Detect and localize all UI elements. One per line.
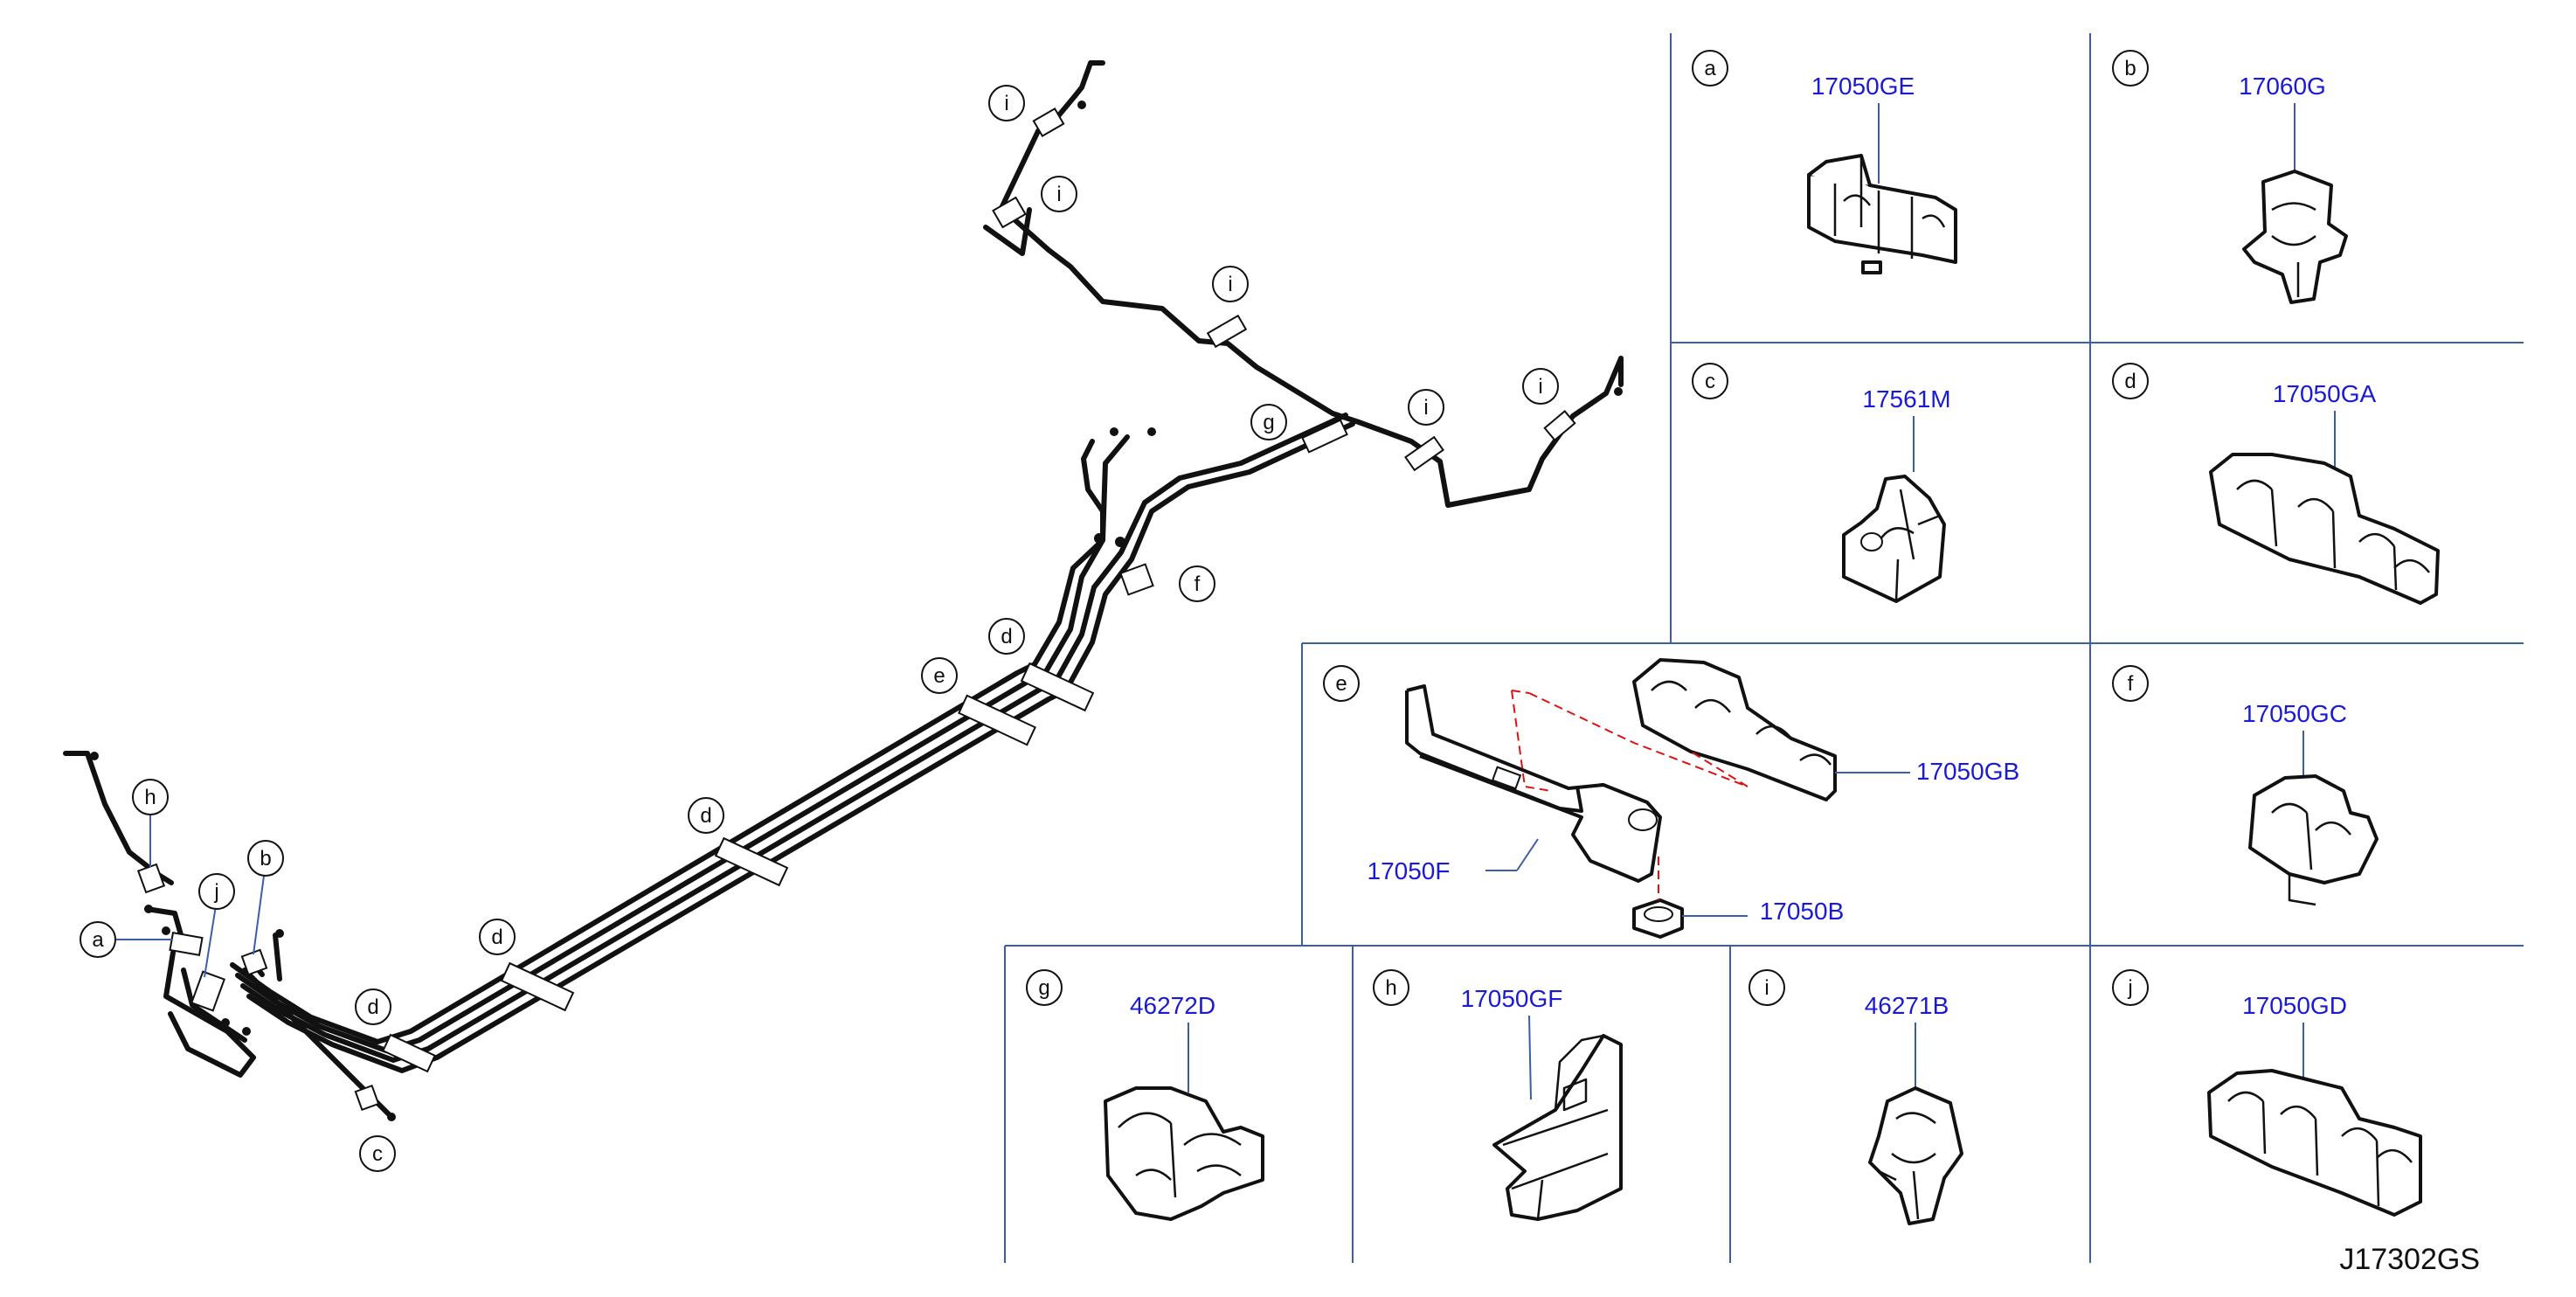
svg-text:h: h xyxy=(144,786,156,809)
callout-b: b xyxy=(247,840,284,877)
callout-d-1: d xyxy=(988,618,1025,655)
svg-text:d: d xyxy=(491,926,502,949)
part-number-17050GF: 17050GF xyxy=(1461,985,1563,1012)
svg-text:h: h xyxy=(1385,976,1396,1000)
part-number-46272D: 46272D xyxy=(1130,992,1215,1019)
svg-text:i: i xyxy=(1004,92,1008,115)
tube-end-dots xyxy=(90,101,1623,1121)
clip-17561M-drawing xyxy=(1842,475,1946,603)
svg-text:a: a xyxy=(92,928,104,952)
clip-17050GB-drawing xyxy=(1632,658,1837,801)
svg-text:e: e xyxy=(1335,672,1347,696)
callout-e: e xyxy=(921,657,958,694)
cell-a: a 17050GE xyxy=(1692,50,1957,274)
nut-17050B-drawing xyxy=(1632,898,1684,939)
cell-g: g 46272D xyxy=(1026,969,1264,1221)
callout-i-1: i xyxy=(988,85,1025,121)
cell-e: e 17050F 17050GB 17050B xyxy=(1323,658,2019,939)
svg-text:b: b xyxy=(2124,57,2136,80)
svg-text:c: c xyxy=(1705,370,1715,393)
cell-c: c 17561M xyxy=(1692,363,1951,603)
part-number-46271B: 46271B xyxy=(1865,992,1949,1019)
svg-text:i: i xyxy=(1538,375,1542,399)
part-number-17060G: 17060G xyxy=(2239,73,2326,100)
svg-text:f: f xyxy=(1195,572,1201,596)
clip-46272D-drawing xyxy=(1104,1086,1264,1221)
svg-text:d: d xyxy=(700,804,711,828)
svg-text:c: c xyxy=(372,1142,383,1166)
svg-text:j: j xyxy=(2127,976,2132,1000)
clip-17050GD-drawing xyxy=(2207,1069,2422,1217)
clip-17050GA-drawing xyxy=(2209,453,2440,605)
callout-j: j xyxy=(198,873,235,910)
callout-d-2: d xyxy=(688,797,724,834)
svg-text:i: i xyxy=(1423,396,1428,420)
main-callout-leaders xyxy=(112,808,265,978)
part-number-17050GB: 17050GB xyxy=(1916,758,2019,785)
clip-17050GE-drawing xyxy=(1807,154,1957,274)
part-number-17561M: 17561M xyxy=(1862,385,1950,413)
diagram-reference: J17302GS xyxy=(2339,1243,2480,1276)
svg-text:e: e xyxy=(933,664,945,688)
callout-i-2: i xyxy=(1041,176,1077,212)
callout-i-3: i xyxy=(1212,266,1249,302)
callout-f: f xyxy=(1179,565,1215,602)
cell-b: b 17060G xyxy=(2112,50,2348,304)
cell-j: j 17050GD xyxy=(2112,969,2422,1217)
route-clips xyxy=(136,107,1576,1112)
part-number-17050GD: 17050GD xyxy=(2242,992,2347,1019)
svg-text:d: d xyxy=(1001,625,1012,648)
part-number-17050B: 17050B xyxy=(1760,898,1845,925)
main-callouts: i i i i i g f d e d d d h b j a c xyxy=(80,85,1559,1172)
assembly-dashed-lines xyxy=(1511,690,1748,900)
clip-17060G-drawing xyxy=(2242,170,2348,304)
part-number-17050GE: 17050GE xyxy=(1811,73,1915,100)
part-number-17050GA: 17050GA xyxy=(2273,380,2377,407)
callout-d-4: d xyxy=(355,988,391,1025)
grid-lines xyxy=(1004,33,2524,1263)
clip-46271B-drawing xyxy=(1868,1086,1963,1225)
callout-g: g xyxy=(1250,404,1287,440)
svg-text:i: i xyxy=(1228,273,1232,296)
svg-text:g: g xyxy=(1038,976,1049,1000)
cell-h: h 17050GF xyxy=(1373,969,1623,1221)
svg-text:g: g xyxy=(1263,411,1274,434)
cell-i: i 46271B xyxy=(1748,969,1963,1225)
callout-i-5: i xyxy=(1522,368,1559,405)
clip-17050GC-drawing xyxy=(2248,774,2379,906)
cell-f: f 17050GC xyxy=(2112,665,2379,906)
svg-text:f: f xyxy=(2128,672,2134,696)
part-number-17050F: 17050F xyxy=(1368,857,1451,884)
callout-a: a xyxy=(80,921,116,958)
svg-text:i: i xyxy=(1056,183,1061,206)
cell-d: d 17050GA xyxy=(2112,363,2440,605)
callout-h: h xyxy=(132,779,169,815)
bracket-17050F-drawing xyxy=(1405,684,1662,883)
svg-text:a: a xyxy=(1704,57,1716,80)
callout-i-4: i xyxy=(1408,389,1444,426)
svg-text:i: i xyxy=(1764,976,1769,1000)
part-number-17050GC: 17050GC xyxy=(2242,700,2347,727)
svg-text:b: b xyxy=(260,847,271,870)
svg-text:d: d xyxy=(367,995,378,1019)
tube-routing xyxy=(63,60,1624,1121)
callout-d-3: d xyxy=(479,919,516,955)
callout-c: c xyxy=(359,1135,396,1172)
svg-text:d: d xyxy=(2124,370,2136,393)
main-tube-bundle xyxy=(230,413,1355,1073)
svg-text:j: j xyxy=(213,880,218,904)
clip-17050GF-drawing xyxy=(1492,1034,1623,1221)
